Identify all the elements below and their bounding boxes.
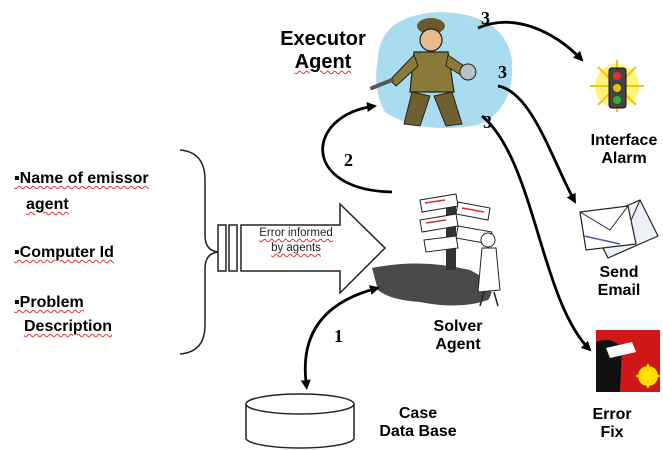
input-item-emissor-cont: agent (26, 196, 69, 213)
input-item-description: Description (24, 318, 113, 335)
email-icon (579, 199, 659, 259)
case-database-label: Case Data Base (379, 405, 457, 441)
step-number-1: 1 (334, 326, 343, 346)
error-fix-icon (596, 330, 660, 392)
executor-agent-label: Executor Agent (280, 28, 366, 73)
arrow-step-2 (321, 102, 393, 194)
traffic-light-icon (590, 60, 644, 112)
arrow-step-3-alarm (477, 20, 584, 62)
arrow-step-1 (300, 285, 380, 390)
solver-agent-icon (372, 193, 501, 307)
step-number-3-alarm: 3 (481, 8, 490, 28)
input-item-problem: ▪Problem (14, 294, 84, 311)
step-number-2: 2 (344, 150, 353, 170)
step-number-3-fix: 3 (483, 112, 492, 132)
case-database-icon (245, 393, 355, 449)
input-brace (179, 149, 221, 355)
error-fix-label: Error Fix (592, 406, 632, 442)
message-arrow (217, 202, 387, 295)
arrow-step-3-email (497, 84, 577, 204)
input-item-computer-id: ▪Computer Id (14, 244, 114, 261)
solver-agent-label: Solver Agent (433, 318, 483, 354)
interface-alarm-label: Interface Alarm (590, 132, 658, 168)
message-arrow-label: Error informed by agents (259, 227, 333, 254)
step-number-3-email: 3 (498, 62, 507, 82)
arrow-step-3-fix (481, 114, 592, 352)
send-email-label: Send Email (597, 264, 641, 300)
input-item-emissor: ▪Name of emissor (14, 170, 149, 187)
executor-agent-icon (370, 12, 513, 129)
